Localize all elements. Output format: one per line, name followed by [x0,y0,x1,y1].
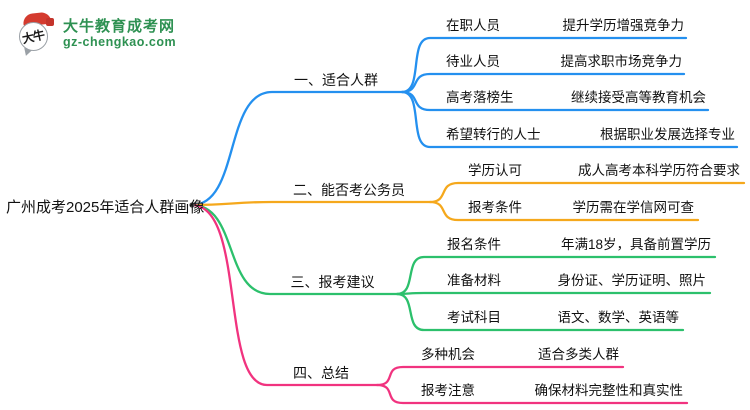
leaf-label: 学历认可 [468,163,522,178]
leaf-row: 报考注意 确保材料完整性和真实性 [421,382,683,400]
leaf-row: 多种机会 适合多类人群 [421,346,619,364]
branch3-lines [190,203,717,332]
leaf-row: 报考条件 学历需在学信网可查 [468,199,694,217]
leaf-label: 待业人员 [446,54,500,69]
site-logo: 大牛 大牛教育成考网 gz-chengkao.com [14,10,176,58]
site-name: 大牛教育成考网 [63,18,176,36]
branch1-label: 一、适合人群 [294,72,378,88]
leaf-row: 学历认可 成人高考本科学历符合要求 [468,162,740,180]
leaf-value: 继续接受高等教育机会 [571,90,706,105]
leaf-label: 多种机会 [421,347,475,362]
leaf-row: 在职人员 提升学历增强竞争力 [446,17,684,35]
branch2-label: 二、能否考公务员 [293,182,405,198]
logo-bubble-tail [22,47,32,58]
leaf-row: 准备材料 身份证、学历证明、照片 [447,272,706,290]
leaf-row: 报名条件 年满18岁，具备前置学历 [447,236,711,254]
central-topic: 广州成考2025年适合人群画像 [6,199,205,216]
leaf-row: 高考落榜生 继续接受高等教育机会 [446,89,706,107]
leaf-value: 适合多类人群 [538,347,619,362]
leaf-row: 希望转行的人士 根据职业发展选择专业 [446,126,735,144]
branch3-label: 三、报考建议 [290,274,375,290]
leaf-value: 提高求职市场竞争力 [560,54,683,69]
leaf-row: 考试科目 语文、数学、英语等 [447,309,679,327]
leaf-value: 根据职业发展选择专业 [600,127,735,142]
branch4-label: 四、总结 [293,365,349,381]
leaf-row: 待业人员 提高求职市场竞争力 [446,53,682,71]
leaf-label: 考试科目 [447,310,501,325]
logo-speech-bubble: 大牛 [19,22,48,51]
leaf-label: 准备材料 [447,273,501,288]
branch2-lines [190,181,746,222]
logo-bubble-text: 大牛 [21,27,46,47]
leaf-label: 希望转行的人士 [446,127,541,142]
leaf-value: 成人高考本科学历符合要求 [578,163,740,178]
leaf-label: 报名条件 [447,237,501,252]
leaf-value: 身份证、学历证明、照片 [557,273,707,288]
leaf-label: 报考注意 [421,383,475,398]
leaf-value: 学历需在学信网可查 [572,200,695,215]
leaf-label: 高考落榜生 [446,90,514,105]
logo-bull-icon: 大牛 [14,10,56,58]
leaf-value: 年满18岁，具备前置学历 [560,237,711,252]
leaf-value: 提升学历增强竞争力 [562,18,685,33]
leaf-label: 在职人员 [446,18,500,33]
hub-dot [189,202,195,208]
site-url: gz-chengkao.com [63,35,177,50]
leaf-label: 报考条件 [468,200,522,215]
branch1-lines [190,36,739,207]
branch4-lines [190,203,689,405]
leaf-value: 语文、数学、英语等 [557,310,680,325]
leaf-value: 确保材料完整性和真实性 [534,383,684,398]
logo-red-seal-icon [46,18,54,26]
